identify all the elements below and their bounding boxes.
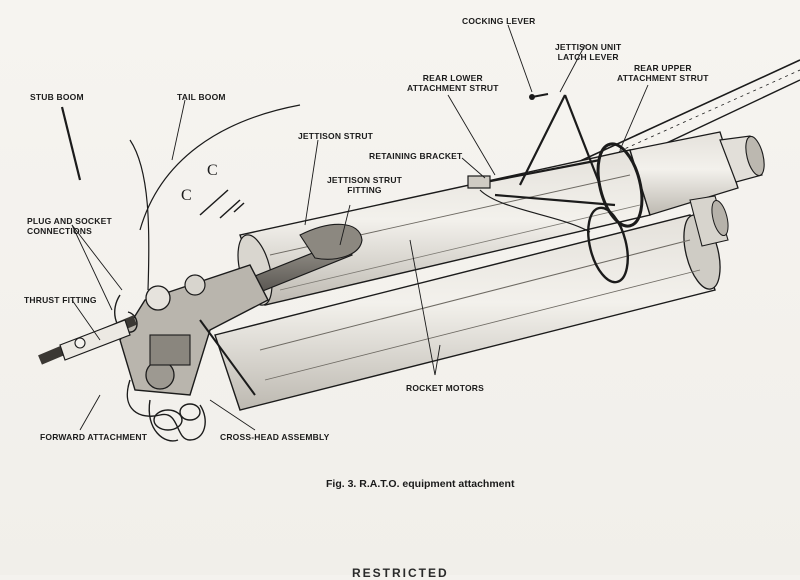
label-cocking-lever: COCKING LEVER — [462, 16, 536, 26]
c-mark-2: C — [181, 187, 192, 204]
label-stub-boom: STUB BOOM — [30, 92, 84, 102]
stub-boom-outline — [129, 139, 150, 291]
rocket-nozzle-upper — [629, 131, 765, 216]
label-plug-and-socket-connections: PLUG AND SOCKET CONNECTIONS — [27, 216, 112, 236]
hatch-marks — [199, 189, 245, 219]
label-thrust-fitting: THRUST FITTING — [24, 295, 97, 305]
label-retaining-bracket: RETAINING BRACKET — [369, 151, 463, 161]
label-cross-head-assembly: CROSS-HEAD ASSEMBLY — [220, 432, 330, 442]
label-jettison-strut-fitting: JETTISON STRUT FITTING — [327, 175, 403, 195]
label-jettison-unit-latch-lever: JETTISON UNIT LATCH LEVER — [555, 42, 622, 62]
label-jettison-strut: JETTISON STRUT — [298, 131, 374, 141]
rear-clamp-straps — [587, 142, 644, 284]
cross-head-assembly — [119, 264, 269, 396]
label-rear-lower-attachment-strut: REAR LOWER ATTACHMENT STRUT — [407, 73, 499, 93]
label-rear-upper-attachment-strut: REAR UPPER ATTACHMENT STRUT — [617, 63, 709, 83]
retaining-bracket — [467, 175, 591, 233]
label-forward-attachment: FORWARD ATTACHMENT — [40, 432, 148, 442]
figure-caption: Fig. 3. R.A.T.O. equipment attachment — [326, 478, 515, 490]
tail-boom-outline — [139, 104, 301, 231]
restricted-footer: RESTRICTED — [352, 566, 449, 580]
thrust-fitting — [38, 315, 137, 365]
label-rocket-motors: ROCKET MOTORS — [406, 383, 485, 393]
leader-lines — [71, 24, 649, 431]
rocket-nozzle-lower — [689, 195, 729, 247]
stub-boom-leader — [60, 106, 82, 181]
struts — [469, 94, 616, 207]
label-tail-boom: TAIL BOOM — [177, 92, 226, 102]
c-mark-1: C — [207, 162, 218, 179]
